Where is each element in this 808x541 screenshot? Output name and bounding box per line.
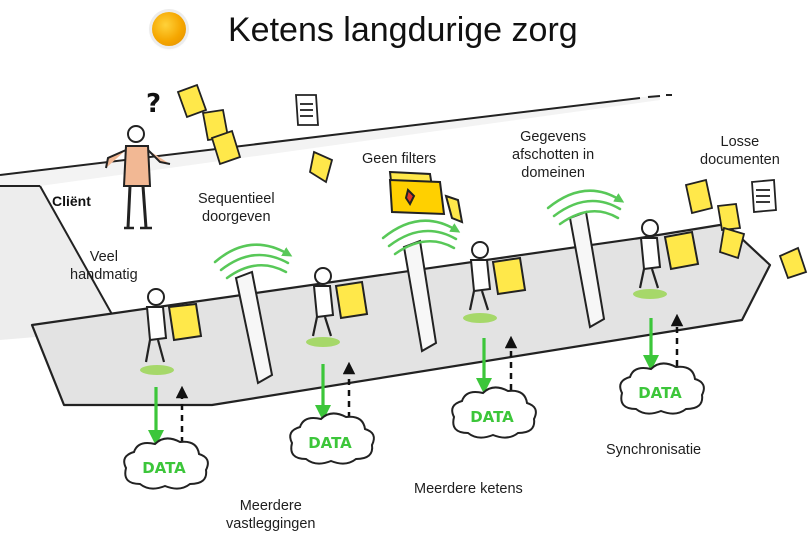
data-cloud-3: DATA: [451, 386, 537, 439]
flow-arcs-2: [381, 219, 461, 256]
wall-1: [234, 270, 274, 385]
data-cloud-1: DATA: [123, 437, 209, 490]
label-geen-filters: Geen filters: [362, 151, 437, 167]
label-losse-documenten: Losse documenten: [700, 134, 780, 168]
worker-2: [306, 267, 369, 347]
loose-documents-left: [176, 83, 334, 184]
orange-bullet-icon: [152, 12, 186, 46]
worker-1: [140, 288, 203, 375]
loose-documents-right: [684, 178, 808, 280]
label-meerdere-vastleggingen: Meerdere vastleggingen: [226, 498, 316, 532]
label-meerdere-ketens: Meerdere ketens: [414, 481, 523, 497]
flow-arcs-1: [213, 243, 293, 280]
flow-arcs-3: [546, 189, 625, 226]
data-cloud-2: DATA: [289, 412, 375, 465]
data-arrows-4: [643, 313, 684, 371]
worker-4: [633, 219, 700, 299]
folder-icon: [388, 170, 464, 224]
data-label: DATA: [638, 384, 682, 402]
data-label: DATA: [308, 434, 352, 452]
data-label: DATA: [470, 408, 514, 426]
label-synchronisatie: Synchronisatie: [606, 442, 702, 458]
client-figure: ?: [105, 89, 171, 230]
data-arrows-1: [148, 385, 189, 446]
worker-3: [463, 241, 527, 323]
client-label: Cliënt: [52, 193, 91, 209]
svg-text:?: ?: [146, 89, 161, 119]
label-gegevens: Gegevens afschotten in domeinen: [512, 129, 595, 181]
label-veel-handmatig: Veel handmatig: [70, 249, 138, 283]
page-title: Ketens langdurige zorg: [228, 11, 578, 49]
label-sequentieel: Sequentieel doorgeven: [198, 191, 275, 225]
data-label: DATA: [142, 459, 186, 477]
data-cloud-4: DATA: [619, 362, 705, 415]
data-arrows-3: [476, 335, 518, 394]
client-area-fill: [0, 186, 120, 340]
data-arrows-2: [315, 361, 356, 421]
